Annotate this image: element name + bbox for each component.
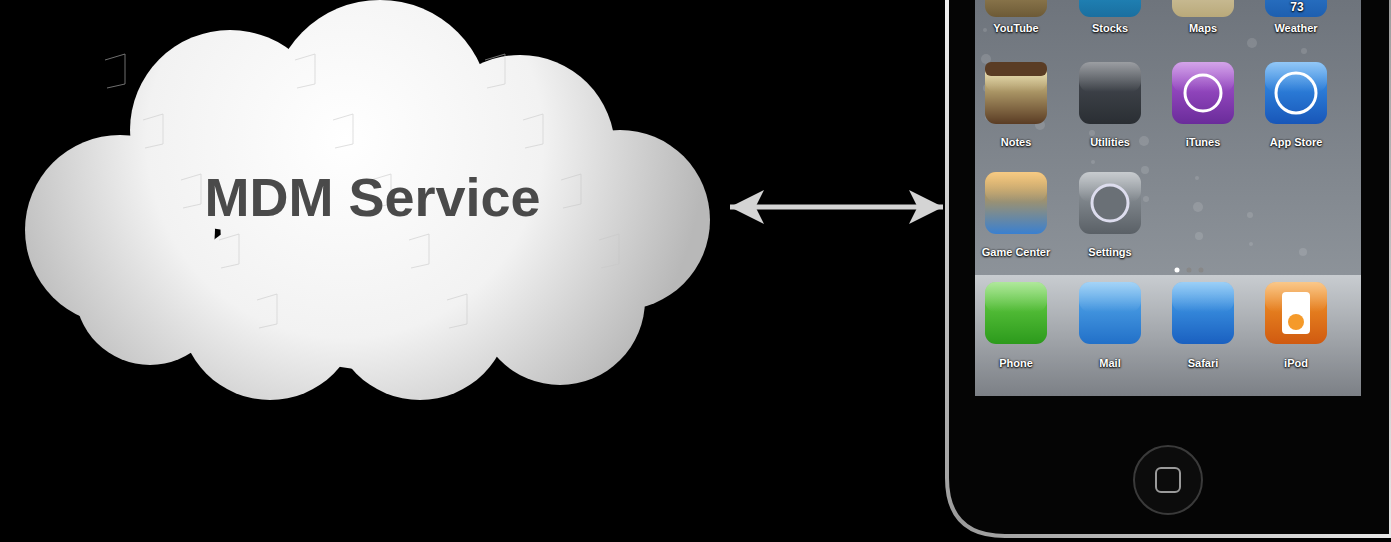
wallpaper-drop [1091, 160, 1095, 164]
cloud-texture [105, 54, 125, 88]
app-icon [1079, 172, 1141, 234]
app-icon [1172, 282, 1234, 344]
ipod-wheel [1288, 314, 1304, 330]
app-icon [985, 172, 1047, 234]
cloud-texture [409, 234, 429, 268]
app-label: Utilities [1090, 136, 1130, 148]
cloud-texture [181, 174, 201, 208]
icon-gloss [1172, 62, 1234, 92]
page-dot [1199, 268, 1204, 273]
app-label: Maps [1189, 22, 1217, 34]
wallpaper-drop [1247, 38, 1257, 48]
cloud-texture [219, 234, 239, 268]
app-icon [1079, 0, 1141, 17]
appstore-glyph [1276, 73, 1316, 113]
app-icon [1265, 62, 1327, 124]
wallpaper-drop [1193, 202, 1203, 212]
app-label: App Store [1270, 136, 1323, 148]
cloud-texture [257, 294, 277, 328]
ipod-glyph [1282, 292, 1310, 334]
icon-gloss [1172, 282, 1234, 312]
app-icon [1265, 0, 1327, 17]
app-label: Settings [1088, 246, 1131, 258]
app-icon [1265, 282, 1327, 344]
wallpaper-drop [1195, 232, 1203, 240]
dock-bar [975, 275, 1361, 396]
cloud-texture [295, 54, 315, 88]
cloud-texture [333, 114, 353, 148]
settings-gear [1092, 185, 1128, 221]
temperature-badge: 73 [1290, 0, 1303, 14]
page-dot [1175, 268, 1180, 273]
wallpaper-drop [1141, 166, 1149, 174]
wallpaper-drop [1143, 196, 1149, 202]
app-icon [985, 282, 1047, 344]
app-label: Safari [1188, 357, 1219, 369]
app-label: Phone [999, 357, 1033, 369]
icon-gloss [1265, 62, 1327, 92]
cloud-texture [599, 234, 619, 268]
sync-arrow [730, 205, 943, 210]
app-icon [1079, 62, 1141, 124]
cloud-texture [561, 174, 581, 208]
icon-gloss [985, 282, 1047, 312]
app-label: iTunes [1186, 136, 1221, 148]
icon-gloss [1079, 282, 1141, 312]
notes-binding [985, 62, 1047, 76]
app-label: Stocks [1092, 22, 1128, 34]
wallpaper-drop [1299, 248, 1307, 256]
home-button [1134, 446, 1202, 514]
wallpaper-drop [1139, 136, 1149, 146]
home-glyph [1156, 468, 1180, 492]
app-icon [1079, 282, 1141, 344]
cloud-texture [447, 294, 467, 328]
app-label: Game Center [982, 246, 1050, 258]
app-icon [1172, 62, 1234, 124]
cloud-texture [485, 54, 505, 88]
icon-gloss [1079, 62, 1141, 92]
app-label: YouTube [993, 22, 1038, 34]
phone-body [945, 0, 1391, 542]
wallpaper-drop [1195, 176, 1199, 180]
phone-frame [947, 0, 1391, 536]
wallpaper-drop [1089, 130, 1095, 136]
phone-device: YouTube Stocks Maps Weather 73Notes Utilities… [945, 0, 1391, 542]
icon-gloss [985, 62, 1047, 92]
app-icon [985, 0, 1047, 17]
icon-gloss [985, 172, 1047, 202]
wallpaper-drop [983, 28, 987, 32]
wallpaper-drop [1249, 242, 1253, 246]
app-icon [1172, 0, 1234, 17]
app-label: Notes [1001, 136, 1032, 148]
app-label: Mail [1099, 357, 1120, 369]
app-icon [985, 62, 1047, 124]
cloud-shape: MDM Service [15, 0, 730, 400]
phone-screen [975, 0, 1361, 396]
cloud-texture [523, 114, 543, 148]
itunes-glyph [1185, 75, 1221, 111]
app-label: Weather [1274, 22, 1317, 34]
wallpaper-drop [1301, 48, 1307, 54]
app-label: iPod [1284, 357, 1308, 369]
cloud-texture [143, 114, 163, 148]
service-label: MDM Service [204, 166, 540, 228]
cloud-puff [75, 215, 225, 365]
wallpaper-drop [1247, 212, 1253, 218]
page-dot [1187, 268, 1192, 273]
